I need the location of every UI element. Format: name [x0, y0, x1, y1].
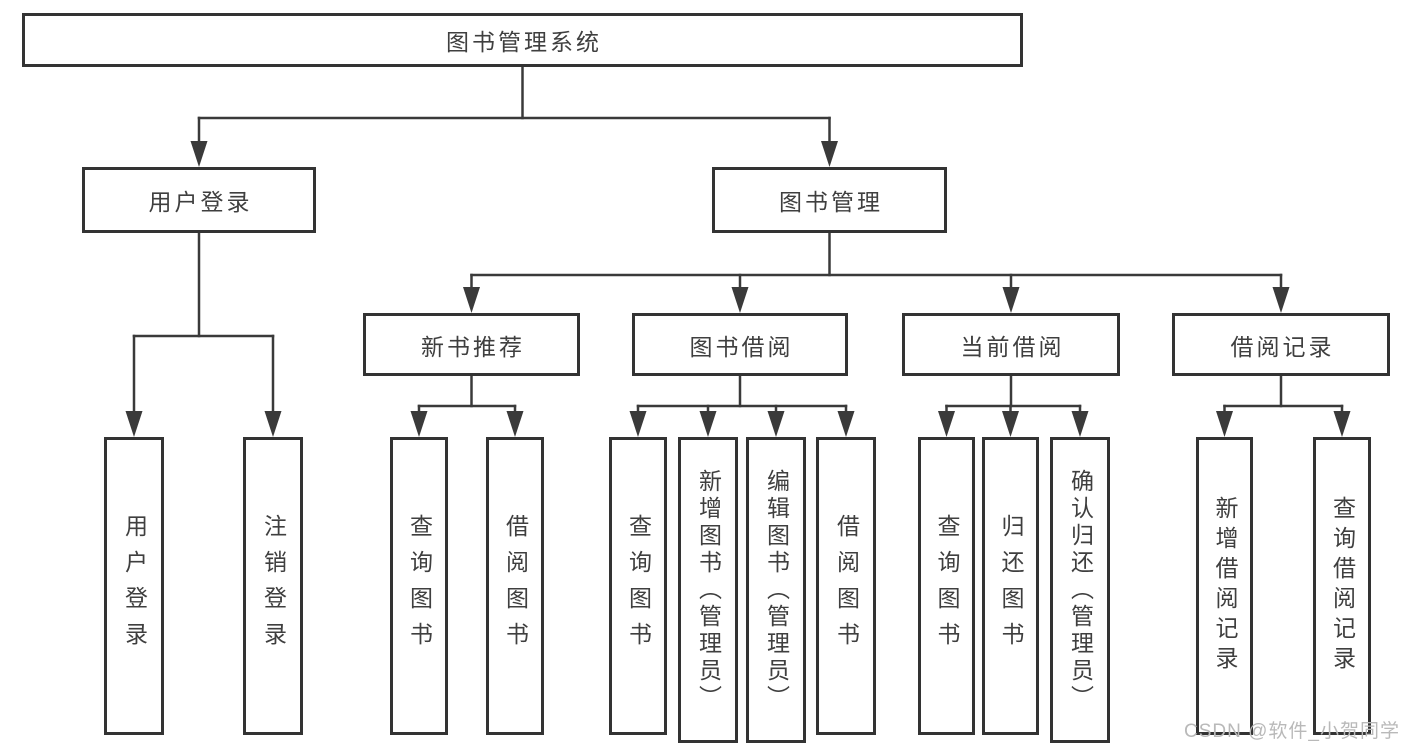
node-leaf-query-books-b: 查询图书	[609, 437, 667, 735]
node-current-borrowing: 当前借阅	[902, 313, 1120, 376]
node-label: 确认归还（管理员）	[1067, 468, 1094, 712]
node-leaf-edit-books: 编辑图书（管理员）	[746, 437, 806, 743]
node-book-borrowing: 图书借阅	[632, 313, 848, 376]
node-label: 新增图书（管理员）	[695, 468, 722, 712]
node-borrowing-records: 借阅记录	[1172, 313, 1390, 376]
node-leaf-logout: 注销登录	[243, 437, 303, 735]
node-leaf-user-login: 用户登录	[104, 437, 164, 735]
node-leaf-add-record: 新增借阅记录	[1196, 437, 1253, 735]
node-leaf-add-books: 新增图书（管理员）	[678, 437, 738, 743]
node-label: 当前借阅	[960, 333, 1065, 360]
node-leaf-query-books-c: 查询图书	[918, 437, 975, 735]
node-label: 新书推荐	[421, 333, 525, 360]
node-leaf-borrow-books-a: 借阅图书	[486, 437, 544, 735]
node-label: 查询图书	[625, 514, 652, 658]
node-leaf-confirm-return: 确认归还（管理员）	[1050, 437, 1110, 743]
node-label: 归还图书	[998, 514, 1024, 658]
node-label: 编辑图书（管理员）	[763, 468, 790, 712]
csdn-watermark: CSDN @软件_小贺同学	[1184, 721, 1400, 742]
node-label: 用户登录	[148, 189, 253, 215]
node-book-management: 图书管理	[712, 167, 947, 233]
node-label: 借阅记录	[1230, 333, 1335, 360]
node-label: 图书管理	[779, 189, 883, 215]
node-leaf-query-record: 查询借阅记录	[1313, 437, 1371, 735]
node-label: 查询图书	[406, 514, 433, 658]
node-label: 查询借阅记录	[1329, 496, 1356, 676]
node-user-login: 用户登录	[82, 167, 316, 233]
node-new-book-recommend: 新书推荐	[363, 313, 580, 376]
node-root: 图书管理系统	[22, 13, 1023, 67]
node-label: 借阅图书	[502, 514, 529, 658]
node-leaf-query-books-a: 查询图书	[390, 437, 448, 735]
node-label: 图书管理系统	[446, 29, 602, 55]
node-label: 查询图书	[934, 514, 960, 658]
node-leaf-borrow-books-b: 借阅图书	[816, 437, 876, 735]
node-label: 新增借阅记录	[1212, 496, 1238, 676]
node-label: 用户登录	[121, 514, 148, 658]
node-leaf-return-books: 归还图书	[982, 437, 1039, 735]
node-label: 注销登录	[260, 514, 287, 658]
node-label: 借阅图书	[833, 514, 860, 658]
node-label: 图书借阅	[689, 333, 794, 360]
